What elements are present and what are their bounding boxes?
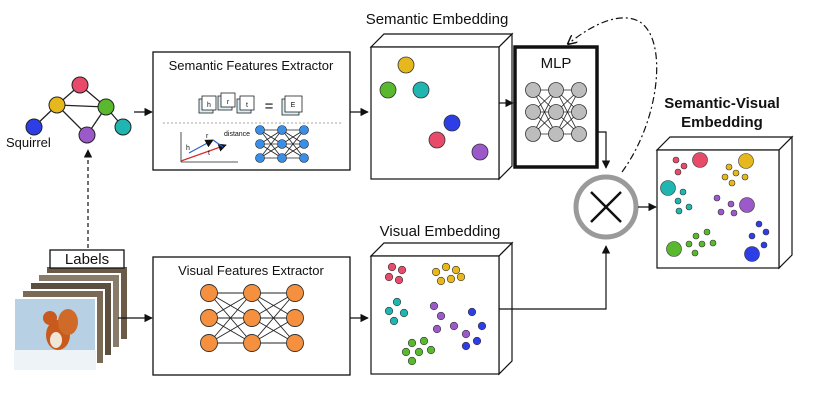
squirrel-photo [13, 297, 97, 371]
semantic-extractor-network [255, 125, 309, 163]
graph-node-purple [78, 126, 96, 144]
semantic-features-extractor: Semantic Features Extractor h r t = E h … [152, 51, 351, 171]
svg-text:Semantic Embedding: Semantic Embedding [366, 11, 509, 28]
graph-node-teal [114, 118, 132, 136]
semantic-embedding-cube: Semantic Embedding [366, 11, 514, 181]
multiply-operator [573, 174, 639, 240]
svg-text:t: t [208, 150, 210, 157]
visual-features-extractor: Visual Features Extractor [152, 256, 351, 376]
svg-text:t: t [246, 102, 248, 109]
svg-text:r: r [227, 99, 230, 106]
svg-text:MLP: MLP [541, 55, 572, 72]
svg-text:h: h [186, 145, 190, 152]
graph-node-red [71, 76, 89, 94]
svg-text:Embedding: Embedding [681, 114, 763, 131]
graph-node-yellow [48, 96, 66, 114]
svg-text:h: h [207, 102, 211, 109]
translation-equation: h r t = E [198, 92, 303, 116]
graph-node-green [97, 98, 115, 116]
semantic-point-red [428, 131, 446, 149]
semantic-point-yellow [397, 56, 415, 74]
visual-embedding-to-multiply-arrow [499, 245, 611, 310]
image-stack: Labels [13, 249, 129, 371]
graph-node-blue [25, 118, 43, 136]
mlp-block: MLP [513, 45, 599, 169]
semantic-point-blue [443, 114, 461, 132]
semantic-point-green [379, 81, 397, 99]
semantic-point-teal [412, 81, 430, 99]
svg-text:Semantic-Visual: Semantic-Visual [664, 95, 780, 112]
semantic-visual-embedding-cube: Semantic-Visual Embedding [655, 95, 794, 270]
semantic-point-purple [471, 143, 489, 161]
squirrel-label: Squirrel [6, 135, 51, 150]
visual-embedding-cube: Visual Embedding [369, 223, 514, 376]
svg-text:Visual Features Extractor: Visual Features Extractor [178, 263, 324, 278]
svg-text:E: E [291, 102, 296, 109]
svg-text:Visual Embedding: Visual Embedding [380, 223, 501, 240]
svg-text:Labels: Labels [65, 251, 109, 268]
svg-text:=: = [265, 98, 274, 115]
svg-text:Semantic Features Extractor: Semantic Features Extractor [169, 58, 334, 73]
labels-tag: Labels [49, 249, 125, 269]
knowledge-graph: Squirrel [6, 76, 132, 150]
svg-text:r: r [206, 133, 209, 140]
translation-plot: h r t distance [180, 131, 250, 163]
feedback-curve [568, 17, 658, 173]
mlp-to-multiply-arrow [597, 131, 611, 169]
svg-text:distance: distance [224, 131, 250, 138]
